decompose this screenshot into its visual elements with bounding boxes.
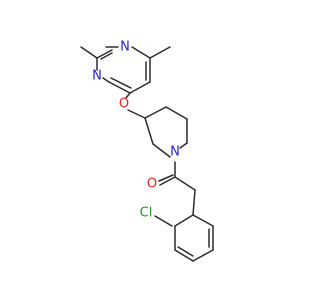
bond-line [129, 81, 151, 94]
bond-line [158, 174, 174, 182]
atom-label-n-pyrimidine-1: N [120, 40, 130, 55]
bond-layer [80, 46, 214, 262]
bond-line [131, 46, 151, 59]
bond-line [159, 176, 176, 186]
bond-line [144, 106, 167, 119]
bond-line [192, 189, 196, 216]
bond-line [174, 214, 194, 227]
bond-line [110, 77, 132, 89]
bond-line [125, 92, 131, 99]
bond-line [149, 46, 171, 59]
bond-line [144, 117, 154, 145]
bond-line [165, 106, 188, 120]
bond-line [174, 249, 194, 262]
bond-line [179, 142, 188, 149]
bond-line [154, 215, 173, 227]
bond-line [102, 77, 110, 83]
bond-line [174, 176, 196, 191]
bond-line [100, 52, 113, 60]
atom-label-n-piperidine: N [170, 145, 180, 160]
bond-line [127, 109, 146, 119]
bond-line [192, 249, 214, 262]
bond-line [96, 49, 113, 59]
atom-label-o-carbonyl: O [147, 177, 157, 192]
atom-label-layer: N N O N O Cl [92, 40, 180, 221]
atom-label-chlorine: Cl [140, 206, 153, 221]
atom-label-n-pyrimidine-2: N [92, 69, 102, 84]
atom-label-o-ether: O [119, 97, 129, 112]
bond-line [80, 46, 98, 59]
bond-line [177, 246, 194, 257]
bond-line [192, 214, 214, 227]
bond-line [152, 143, 171, 158]
bond-line [108, 81, 131, 94]
molecule-structure: N N O N O Cl [80, 40, 214, 262]
